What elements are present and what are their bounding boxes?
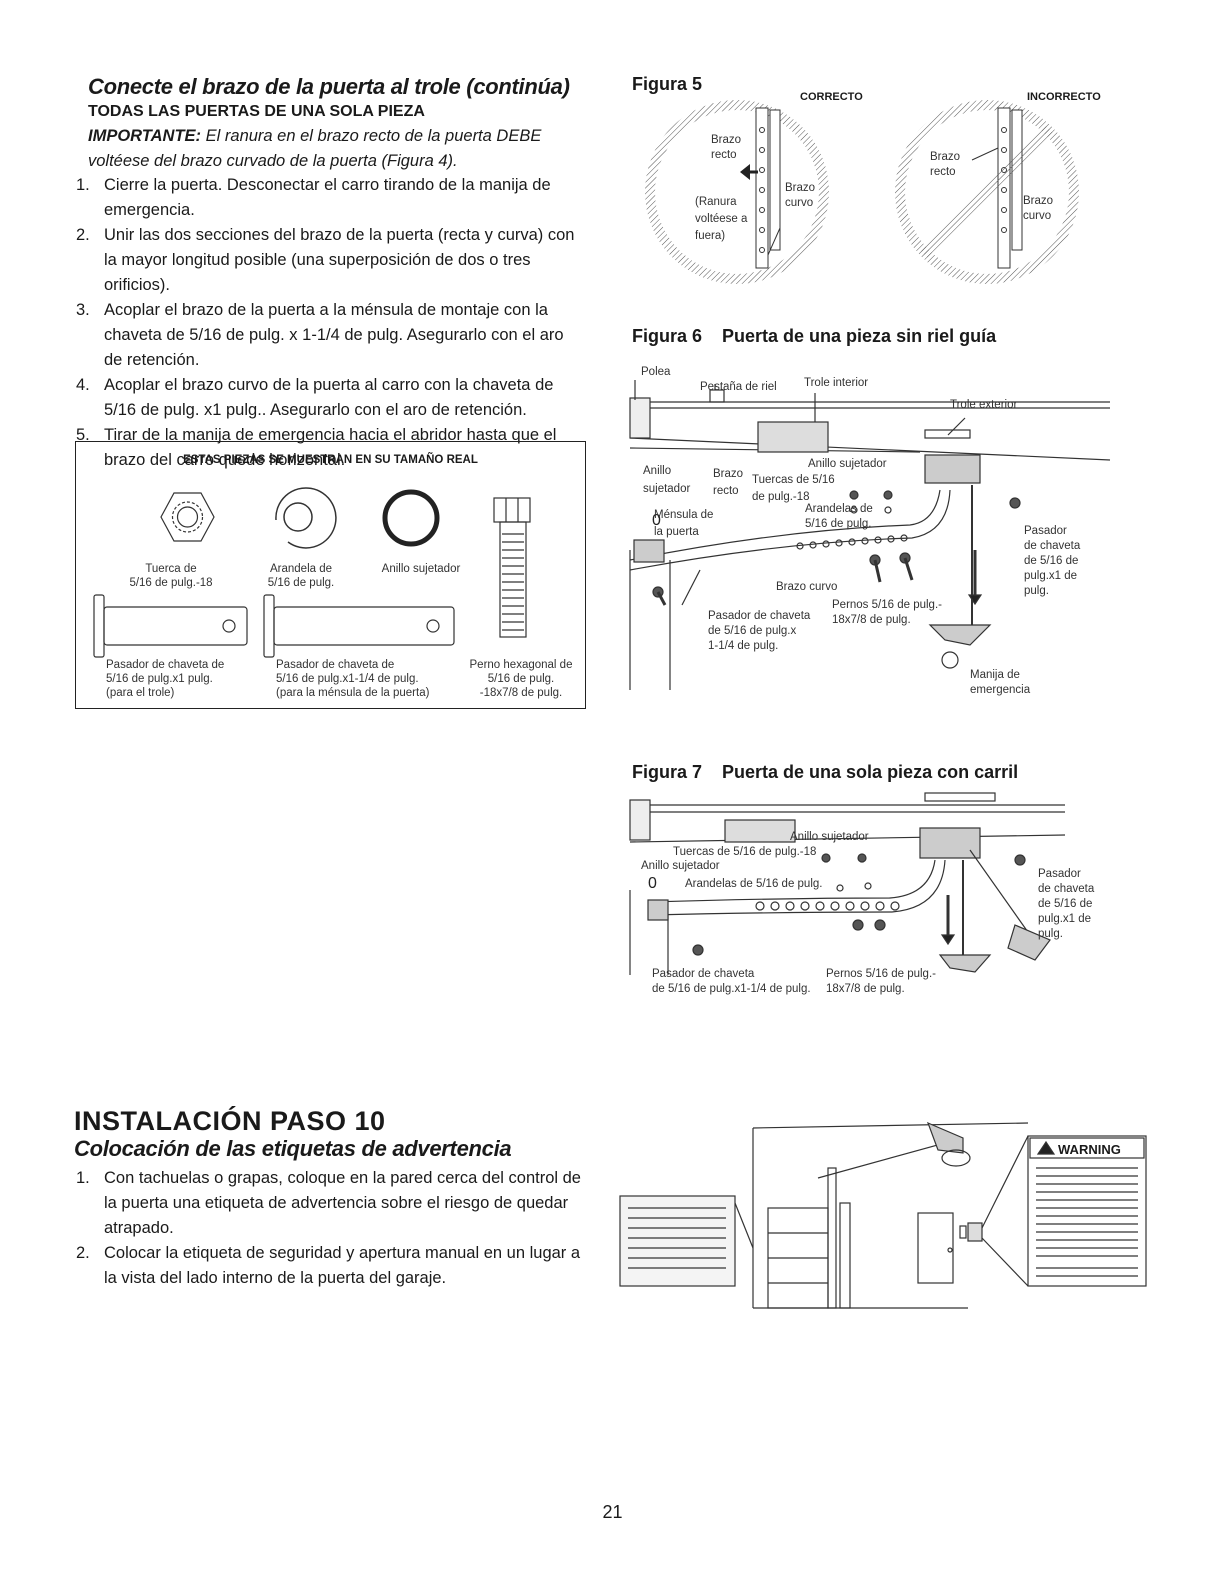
parts-drawings: [93, 487, 531, 658]
hex-bolt-icon: [493, 497, 531, 638]
section-heading: Conecte el brazo de la puerta al trole (…: [88, 74, 570, 99]
warning-label-text: WARNING: [1058, 1142, 1121, 1157]
incorrect-label: INCORRECTO: [1027, 91, 1101, 103]
step-10-subheading: Colocación de las etiquetas de advertenc…: [74, 1136, 512, 1161]
hex-nut-icon: [160, 492, 215, 542]
figure-7-diagram: 0: [629, 792, 1066, 975]
fig6-trole-interior: Trole interior: [804, 377, 869, 389]
clevis-pin-short-icon: [93, 594, 248, 658]
step-number: 1.: [76, 1169, 90, 1187]
fig7-arandelas: Arandelas de 5/16 de pulg.: [685, 878, 823, 890]
garage-illustration: [619, 1121, 1147, 1309]
page-number: 21: [602, 1502, 623, 1522]
important-label: IMPORTANTE:: [88, 127, 202, 145]
step-number: 2.: [76, 1244, 90, 1262]
retaining-ring-icon: [382, 489, 440, 547]
incorrect-circle-icon: [895, 100, 1079, 284]
list-item: 2. Unir las dos secciones del brazo de la…: [76, 223, 586, 298]
step-number: 1.: [76, 176, 90, 194]
figure-5-diagram: [645, 100, 1079, 284]
step-text: Unir las dos secciones del brazo de la p…: [104, 226, 575, 294]
steps-list: 1. Cierre la puerta. Desconectar el carro…: [76, 173, 586, 473]
step-number: 2.: [76, 226, 90, 244]
step-number: 5.: [76, 426, 90, 444]
list-item: 4. Acoplar el brazo curvo de la puerta al…: [76, 373, 586, 423]
parts-title: ESTAS PIEZAS SE MUESTRAN EN SU TAMAÑO RE…: [183, 454, 478, 466]
list-item: 1. Cierre la puerta. Desconectar el carro…: [76, 173, 586, 223]
fig7-pernos: Pernos 5/16 de pulg.-18x7/8 de pulg.: [826, 968, 936, 995]
washer-icon: [275, 487, 337, 549]
list-item: 5. Tirar de la manija de emergencia hacia…: [76, 423, 586, 473]
fig6-anillo-sujetador: Anillo sujetador: [808, 458, 887, 470]
ring-symbol-icon: 0: [648, 875, 657, 892]
figure-6-diagram: 0: [629, 380, 1111, 690]
fig6-polea: Polea: [641, 366, 671, 378]
fig6-pernos: Pernos 5/16 de pulg.-18x7/8 de pulg.: [832, 599, 942, 626]
step-number: 3.: [76, 301, 90, 319]
list-item: 3. Acoplar el brazo de la puerta a la mén…: [76, 298, 586, 373]
step-text: Tirar de la manija de emergencia hacia e…: [104, 426, 557, 469]
section-subheading: TODAS LAS PUERTAS DE UNA SOLA PIEZA: [88, 103, 425, 120]
step-text: Con tachuelas o grapas, coloque en la pa…: [104, 1169, 581, 1237]
correct-label: CORRECTO: [800, 91, 863, 103]
fig7-anillo-sujetador-left: Anillo sujetador: [641, 860, 720, 872]
step-text: Cierre la puerta. Desconectar el carro t…: [104, 176, 551, 219]
list-item: 1. Con tachuelas o grapas, coloque en la …: [76, 1166, 596, 1241]
fig7-anillo-sujetador-top: Anillo sujetador: [790, 831, 869, 843]
step-text: Acoplar el brazo de la puerta a la ménsu…: [104, 301, 564, 369]
ring-caption: Anillo sujetador: [381, 563, 461, 575]
fig6-brazo-curvo: Brazo curvo: [776, 581, 838, 593]
step-10-heading: INSTALACIÓN PASO 10: [74, 1106, 386, 1136]
fig6-pestana: Pestaña de riel: [700, 381, 777, 393]
clevis-pin-long-icon: [263, 594, 455, 658]
important-note: IMPORTANTE: El ranura en el brazo recto …: [88, 124, 588, 174]
important-text: El ranura en el brazo recto de la puerta…: [88, 127, 542, 170]
parts-box: ESTAS PIEZAS SE MUESTRAN EN SU TAMAÑO RE…: [75, 441, 586, 709]
step-text: Acoplar el brazo curvo de la puerta al c…: [104, 376, 554, 419]
figure-5-title: Figura 5: [632, 74, 703, 94]
fig6-trole-exterior: Trole exterior: [950, 399, 1018, 411]
ring-symbol-icon: 0: [652, 512, 661, 529]
step-number: 4.: [76, 376, 90, 394]
fig7-tuercas: Tuercas de 5/16 de pulg.-18: [673, 846, 817, 858]
step-10-list: 1. Con tachuelas o grapas, coloque en la …: [76, 1166, 596, 1291]
step-text: Colocar la etiqueta de seguridad y apert…: [104, 1244, 581, 1287]
list-item: 2. Colocar la etiqueta de seguridad y ape…: [76, 1241, 596, 1291]
correct-circle-icon: [645, 100, 829, 284]
